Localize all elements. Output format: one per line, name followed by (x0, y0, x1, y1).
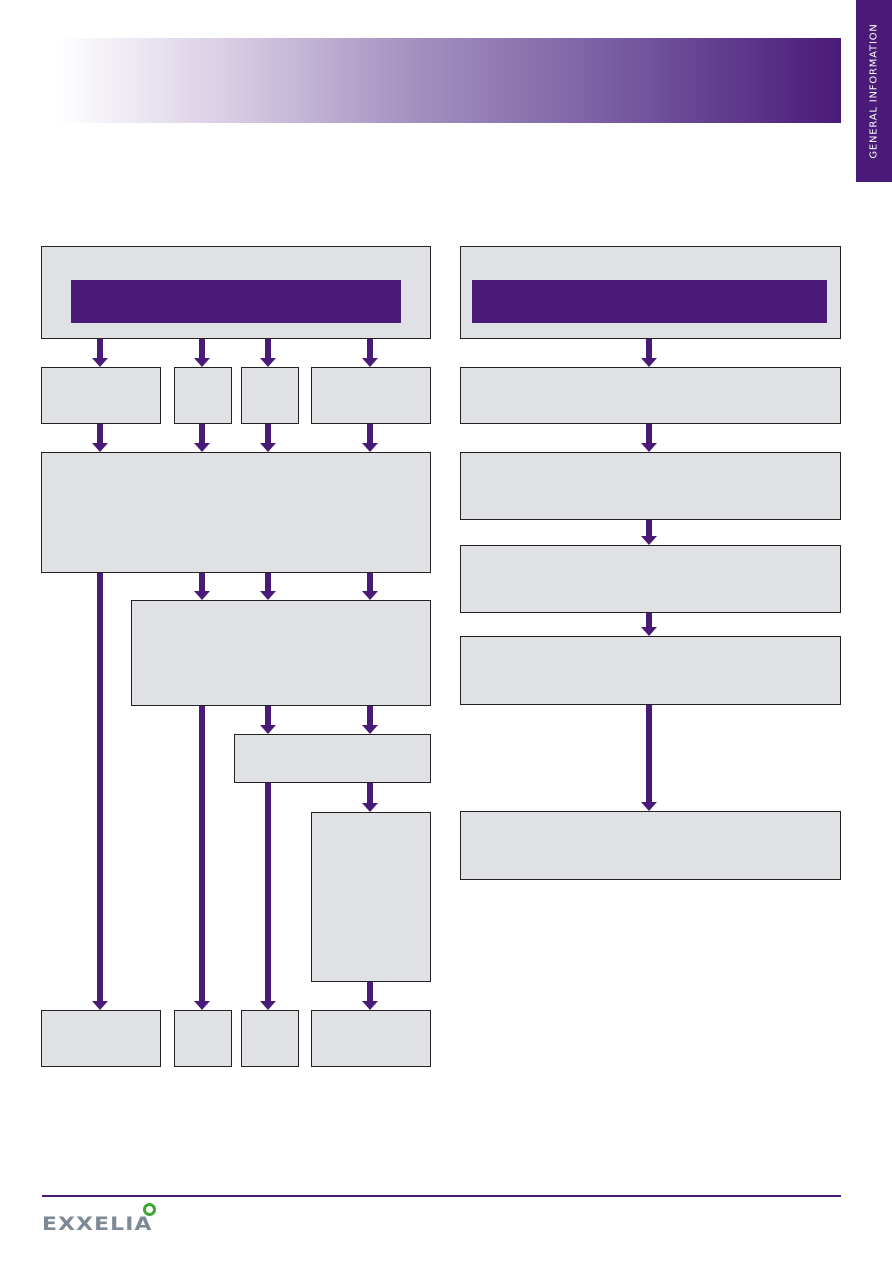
arrow-shaft (199, 573, 205, 591)
arrow-shaft (97, 573, 103, 1001)
arrow-head (194, 1001, 210, 1010)
arrow-head (362, 725, 378, 734)
right-step-box-4 (460, 636, 841, 705)
arrow-shaft (265, 573, 271, 591)
arrow-head (260, 1001, 276, 1010)
left-small-box (234, 734, 431, 783)
arrow-head (362, 443, 378, 452)
arrow-head (362, 591, 378, 600)
company-logo: EXXELIA (42, 1203, 162, 1237)
left-bottom-box-3 (241, 1010, 299, 1067)
arrow-head (260, 591, 276, 600)
arrow-head (260, 358, 276, 367)
arrow-shaft (265, 706, 271, 725)
left-wide-box (41, 452, 431, 573)
arrow-shaft (199, 339, 205, 358)
arrow-shaft (367, 706, 373, 725)
arrow-head (260, 725, 276, 734)
left-title-bar (71, 280, 401, 323)
left-mid-box (131, 600, 431, 706)
arrow-head (641, 802, 657, 811)
arrow-head (260, 443, 276, 452)
arrow-head (641, 627, 657, 636)
arrow-head (194, 443, 210, 452)
left-bottom-box-1 (41, 1010, 161, 1067)
right-step-box-3 (460, 545, 841, 613)
arrow-shaft (646, 705, 652, 802)
arrow-head (92, 1001, 108, 1010)
arrow-head (641, 358, 657, 367)
arrow-shaft (97, 424, 103, 443)
left-bottom-box-4 (311, 1010, 431, 1067)
arrow-shaft (97, 339, 103, 358)
arrow-head (362, 803, 378, 812)
right-title-bar (472, 280, 827, 323)
arrow-head (641, 443, 657, 452)
arrow-shaft (646, 613, 652, 627)
arrow-head (194, 358, 210, 367)
left-step-box-2 (174, 367, 232, 424)
arrow-shaft (646, 339, 652, 358)
arrow-head (362, 1001, 378, 1010)
left-step-box-1 (41, 367, 161, 424)
right-step-box-1 (460, 367, 841, 424)
logo-wordmark: EXXELIA (42, 1213, 153, 1235)
arrow-head (92, 443, 108, 452)
header-gradient-band (56, 38, 841, 123)
arrow-shaft (367, 339, 373, 358)
section-side-tab: GENERAL INFORMATION (856, 0, 892, 182)
arrow-shaft (646, 424, 652, 443)
arrow-shaft (265, 339, 271, 358)
arrow-shaft (646, 520, 652, 536)
arrow-head (362, 358, 378, 367)
arrow-shaft (367, 982, 373, 1001)
arrow-shaft (265, 424, 271, 443)
right-step-box-2 (460, 452, 841, 520)
left-step-box-4 (311, 367, 431, 424)
arrow-head (641, 536, 657, 545)
left-step-box-3 (241, 367, 299, 424)
arrow-shaft (367, 424, 373, 443)
footer-rule (42, 1195, 841, 1197)
left-bottom-box-2 (174, 1010, 232, 1067)
left-tall-box (311, 812, 431, 982)
right-result-box (460, 811, 841, 880)
logo-ring-icon (143, 1203, 156, 1216)
arrow-shaft (367, 573, 373, 591)
arrow-head (92, 358, 108, 367)
arrow-head (194, 591, 210, 600)
arrow-shaft (199, 706, 205, 1001)
arrow-shaft (367, 783, 373, 803)
arrow-shaft (199, 424, 205, 443)
arrow-shaft (265, 783, 271, 1001)
